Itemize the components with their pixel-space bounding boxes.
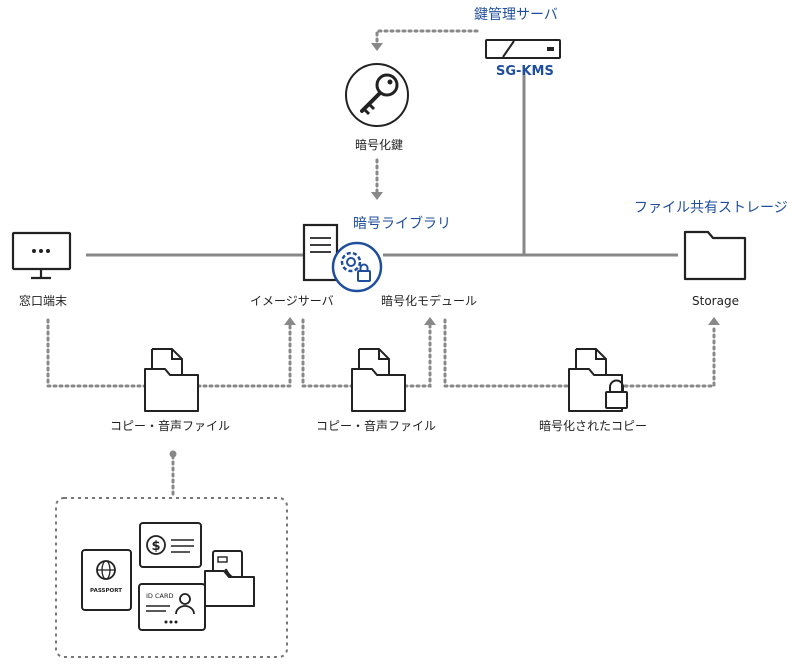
network-lines (86, 72, 678, 257)
encryption-module-label: 暗号化モデュール (381, 294, 478, 308)
documents-group-box (55, 497, 288, 658)
server-arrow-head (284, 317, 296, 325)
server-icon (302, 223, 339, 282)
file-folder-icon (351, 348, 406, 412)
gear-lock-icon (331, 241, 383, 293)
arrow-heads (284, 43, 720, 325)
passport-icon: PASSPORT (81, 549, 132, 611)
dollar-sign: $ (151, 539, 160, 554)
phone-folder-icon (204, 550, 255, 607)
kms-arrow-head (371, 43, 383, 51)
encrypted-copy-label: 暗号化されたコピー (539, 419, 648, 433)
terminal-label: 窓口端末 (19, 294, 68, 308)
storage-label: Storage (692, 294, 739, 308)
kms-appliance-icon (485, 39, 561, 59)
copy-file-label-2: コピー・音声ファイル (316, 419, 437, 433)
id-card-icon: ID CARD (138, 583, 206, 631)
module-arrow-head (424, 317, 436, 325)
shared-storage-label: ファイル共有ストレージ (634, 200, 788, 216)
check-icon: $ (139, 522, 202, 568)
kms-title: 鍵管理サーバ (474, 7, 558, 23)
file-folder-icon (144, 348, 199, 412)
copy-file-label-1: コピー・音声ファイル (110, 419, 231, 433)
monitor-icon (11, 231, 72, 280)
storage-arrow-head (708, 317, 720, 325)
locked-folder-icon (568, 348, 628, 412)
kms-name: SG-KMS (496, 64, 554, 79)
kms-to-key-flow (375, 29, 479, 46)
folder-icon (683, 230, 747, 281)
image-server-label: イメージサーバ (250, 294, 334, 308)
id-card-text: ID CARD (146, 592, 174, 600)
key-icon (345, 63, 409, 127)
documents-flow-dot (169, 450, 177, 458)
key-label: 暗号化鍵 (355, 138, 404, 152)
key-arrow-head (371, 192, 383, 200)
crypto-library-label: 暗号ライブラリ (353, 216, 451, 232)
passport-text: PASSPORT (90, 588, 122, 594)
